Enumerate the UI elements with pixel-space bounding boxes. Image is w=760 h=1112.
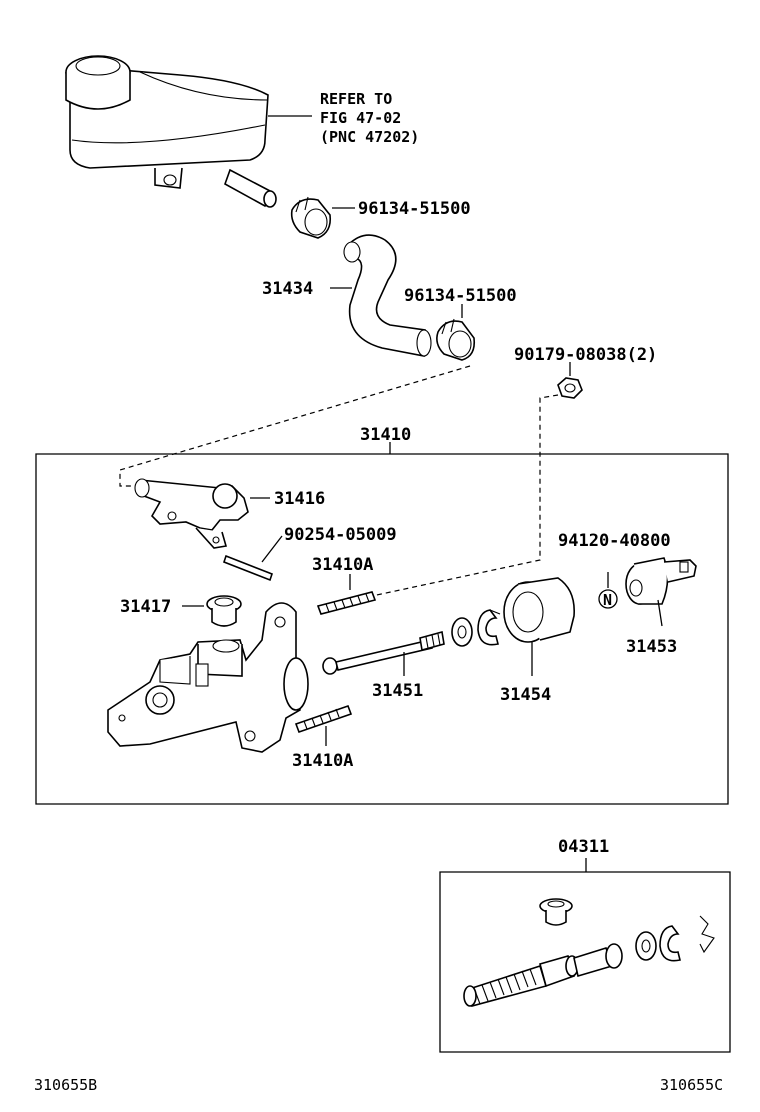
- boot-31454: [503, 577, 575, 643]
- kit-washer: [635, 931, 657, 961]
- stud-bolt-upper: [316, 591, 377, 615]
- union-label: 31416: [274, 489, 325, 509]
- washer: [451, 617, 473, 647]
- clip-upper-label: 96134-51500: [358, 199, 471, 219]
- kit-piston-spring: [463, 943, 623, 1007]
- hose-clip-lower: [436, 318, 476, 361]
- clevis-boot-label: 31453: [626, 637, 677, 657]
- refer-line-1: REFER TO: [320, 90, 392, 108]
- push-rod: [322, 630, 445, 675]
- footer-right-code: 310655C: [660, 1076, 723, 1094]
- reservoir-plug: [206, 595, 242, 627]
- hose-label: 31434: [262, 279, 313, 299]
- kit-box: [439, 871, 731, 1053]
- refer-line-2: FIG 47-02: [320, 109, 401, 127]
- kit-label: 04311: [558, 837, 609, 857]
- nut-label: 90179-08038(2): [514, 345, 657, 365]
- inlet-union: [134, 478, 249, 549]
- plug-label: 31417: [120, 597, 171, 617]
- clip-lower-label: 96134-51500: [404, 286, 517, 306]
- footer-left-code: 310655B: [34, 1076, 97, 1094]
- reservoir-tank: [65, 55, 277, 208]
- pin-label: 90254-05009: [284, 525, 397, 545]
- kit-clip: [699, 915, 715, 954]
- stud-bolt-lower: [294, 704, 353, 734]
- assembly-box: [35, 453, 729, 805]
- boot-label: 31454: [500, 685, 551, 705]
- n-mark-text: N: [603, 591, 612, 609]
- flange-nut: [557, 377, 583, 399]
- push-rod-label: 31451: [372, 681, 423, 701]
- master-cylinder-body: [107, 602, 309, 753]
- n-mark-icon: N: [598, 589, 618, 609]
- snap-ring: [477, 609, 501, 646]
- clevis-31453: [625, 557, 697, 605]
- refer-line-3: (PNC 47202): [320, 128, 419, 146]
- spring-pin: [223, 554, 273, 582]
- hose-clip-upper: [290, 196, 332, 239]
- reservoir-hose: [343, 234, 432, 357]
- clevis-part-label: 94120-40800: [558, 531, 671, 551]
- kit-snap-ring: [659, 925, 681, 962]
- stud-upper-label: 31410A: [312, 555, 373, 575]
- stud-lower-label: 31410A: [292, 751, 353, 771]
- assembly-label: 31410: [360, 425, 411, 445]
- kit-plug: [539, 898, 573, 926]
